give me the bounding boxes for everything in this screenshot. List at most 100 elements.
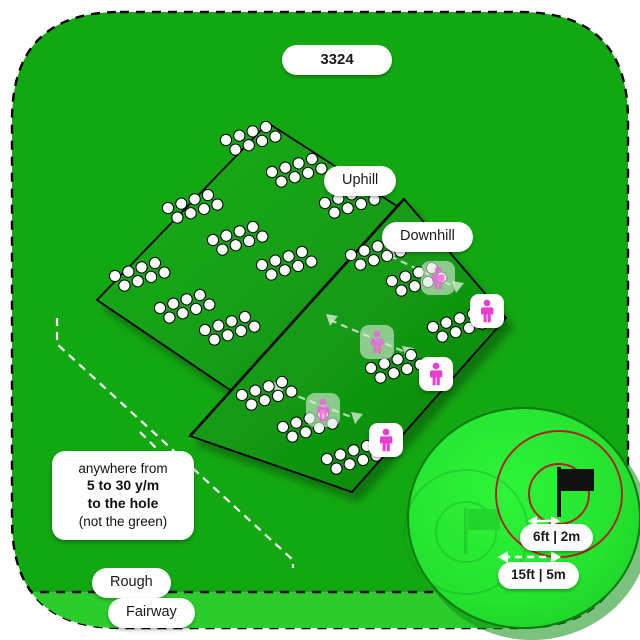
golf-ball-icon — [265, 165, 279, 179]
golf-ball-icon — [262, 380, 275, 393]
golf-ball-icon — [233, 129, 246, 142]
golf-ball-icon — [221, 329, 234, 342]
golf-ball-icon — [184, 207, 197, 220]
golf-ball-icon — [242, 234, 256, 248]
golf-ball-icon — [271, 389, 285, 403]
golf-ball-icon — [255, 258, 269, 272]
player-ghost-top[interactable] — [421, 261, 455, 295]
person-icon — [426, 362, 446, 386]
golf-ball-icon — [211, 198, 224, 211]
golf-ball-icon — [354, 197, 368, 211]
golf-ball-icon — [153, 301, 167, 315]
golf-ball-icon — [212, 319, 225, 332]
golf-ball-icon — [246, 125, 259, 138]
golf-ball-cluster — [198, 310, 261, 346]
player-ghost-middle[interactable] — [360, 325, 394, 359]
person-icon — [477, 299, 497, 323]
person-icon — [376, 428, 396, 452]
ghost-hole-group — [403, 469, 529, 595]
fairway-label: Fairway — [108, 598, 195, 628]
golf-ball-icon — [278, 264, 291, 277]
golf-ball-icon — [275, 375, 289, 389]
golf-ball-icon — [197, 202, 211, 216]
golf-ball-icon — [341, 202, 354, 215]
golf-ball-icon — [203, 298, 216, 311]
golf-ball-icon — [234, 324, 248, 338]
golf-ball-icon — [233, 225, 246, 238]
golf-ball-icon — [364, 361, 378, 375]
golf-ball-icon — [171, 211, 184, 224]
golf-ball-icon — [453, 312, 466, 325]
note-line-2: 5 to 30 y/m — [86, 477, 160, 494]
golf-ball-icon — [328, 206, 341, 219]
golf-ball-icon — [286, 430, 299, 443]
golf-ball-cluster — [219, 120, 282, 156]
golf-ball-cluster — [235, 375, 298, 411]
golf-ball-icon — [380, 249, 394, 263]
golf-ball-icon — [391, 353, 404, 366]
golf-ball-icon — [269, 130, 282, 143]
player-ghost-bottom[interactable] — [306, 393, 340, 427]
drill-note-card: anywhere from 5 to 30 y/m to the hole (n… — [52, 451, 194, 541]
golf-ball-icon — [399, 270, 412, 283]
golf-ball-icon — [291, 259, 305, 273]
golf-ball-icon — [301, 166, 315, 180]
golf-ball-icon — [292, 157, 305, 170]
golf-ball-icon — [220, 229, 233, 242]
golf-ball-icon — [299, 426, 312, 439]
golf-ball-icon — [158, 266, 171, 279]
golf-ball-icon — [356, 453, 370, 467]
golf-ball-icon — [238, 310, 252, 324]
golf-ball-icon — [343, 458, 356, 471]
golf-ball-icon — [285, 385, 298, 398]
golf-ball-icon — [305, 152, 319, 166]
golf-ball-icon — [163, 311, 176, 324]
golf-ball-icon — [131, 275, 144, 288]
golf-ball-icon — [256, 230, 269, 243]
person-icon — [428, 266, 448, 290]
note-line-3: to the hole — [87, 495, 159, 512]
golf-ball-icon — [315, 162, 328, 175]
putting-green-surface — [407, 407, 640, 629]
golf-ball-icon — [305, 255, 318, 268]
golf-ball-icon — [216, 243, 229, 256]
golf-ball-icon — [198, 323, 212, 337]
golf-ball-cluster — [153, 288, 216, 324]
golf-ball-icon — [436, 330, 449, 343]
golf-ball-icon — [347, 444, 360, 457]
golf-ball-icon — [330, 462, 343, 475]
golf-ball-icon — [320, 452, 334, 466]
golf-ball-icon — [206, 233, 220, 247]
player-solid-top[interactable] — [470, 294, 504, 328]
golf-ball-icon — [188, 193, 201, 206]
golf-ball-icon — [282, 250, 295, 263]
golf-ball-icon — [229, 143, 242, 156]
uphill-label: Uphill — [324, 166, 397, 196]
golf-ball-icon — [201, 188, 215, 202]
range-boundary-leader — [139, 431, 173, 465]
golf-ball-icon — [404, 348, 418, 362]
golf-ball-icon — [395, 284, 408, 297]
golf-ball-icon — [193, 288, 207, 302]
golf-ball-icon — [258, 394, 271, 407]
green-inner-distance-label: 6ft | 2m — [520, 524, 594, 551]
golf-ball-icon — [279, 161, 292, 174]
golf-ball-icon — [189, 302, 203, 316]
player-solid-middle[interactable] — [419, 357, 453, 391]
golf-ball-icon — [225, 315, 238, 328]
golf-ball-icon — [229, 239, 242, 252]
golf-ball-icon — [259, 120, 273, 134]
golf-ball-icon — [148, 256, 162, 270]
golf-ball-icon — [440, 316, 453, 329]
golf-ball-icon — [180, 293, 193, 306]
golf-ball-icon — [248, 320, 261, 333]
player-solid-bottom[interactable] — [369, 423, 403, 457]
golf-ball-icon — [122, 265, 135, 278]
note-line-4: (not the green) — [78, 514, 168, 530]
flag-icon-active — [557, 467, 594, 517]
golf-ball-icon — [135, 261, 148, 274]
golf-ball-icon — [374, 371, 387, 384]
golf-ball-cluster — [108, 256, 171, 292]
golf-ball-icon — [219, 133, 233, 147]
golf-ball-icon — [367, 254, 380, 267]
